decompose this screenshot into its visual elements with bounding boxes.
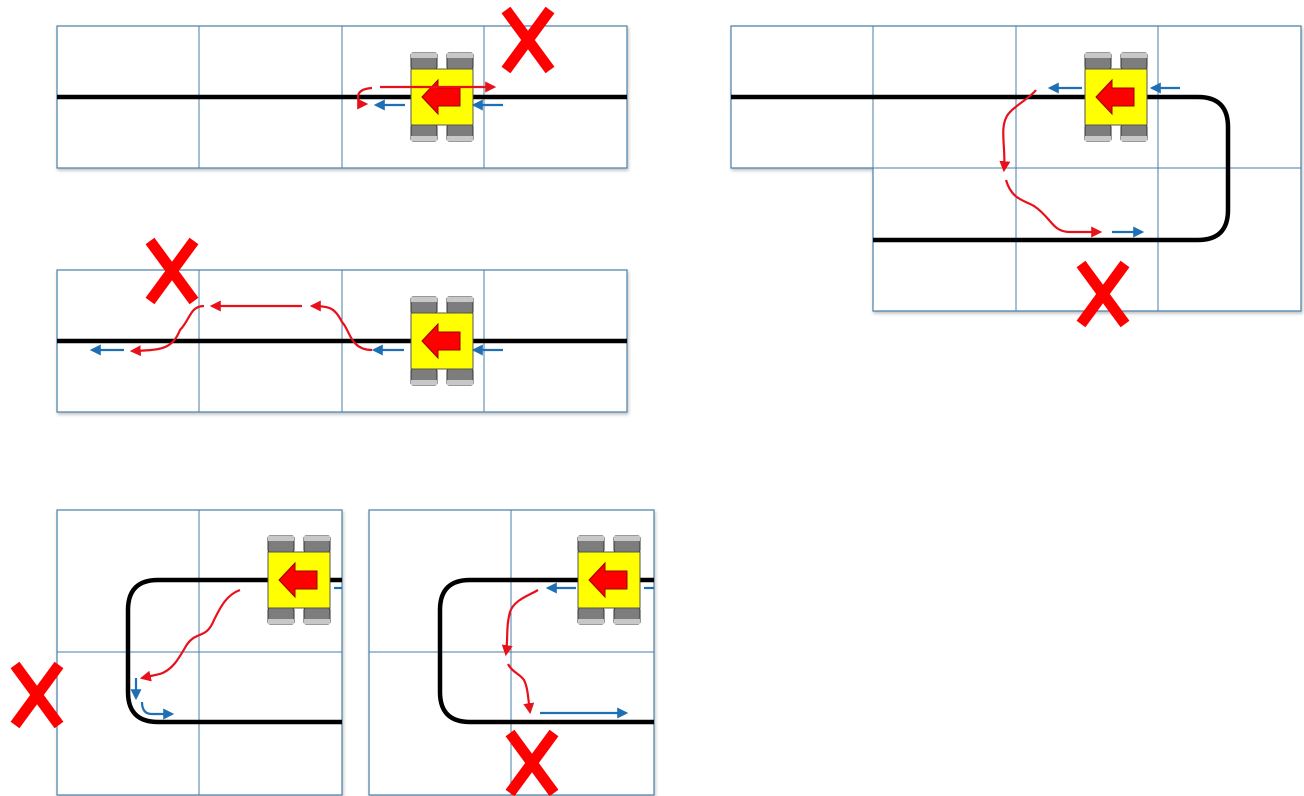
panel-3 <box>730 25 1302 324</box>
panel-2 <box>56 241 628 413</box>
panel-5-red-path-2 <box>507 663 535 715</box>
panel-3-red-path-1 <box>999 89 1037 173</box>
panel-4 <box>15 509 343 796</box>
panel-4-x-mark-icon <box>15 665 59 725</box>
panel-3-track <box>731 94 1231 243</box>
panel-2-red-path-left <box>129 304 205 357</box>
panel-2-red-path-right <box>309 300 373 352</box>
panel-5-red-path-1 <box>501 589 539 657</box>
panel-4-blue-arrow-curve <box>140 701 175 720</box>
panel-4-track <box>125 577 342 725</box>
panel-4-red-path <box>139 588 241 682</box>
panel-1 <box>56 10 628 169</box>
panel-5-track <box>437 577 654 725</box>
panel-3-red-path-2 <box>1004 179 1103 238</box>
panel-1-red-path <box>356 86 373 110</box>
panel-5 <box>368 509 655 795</box>
